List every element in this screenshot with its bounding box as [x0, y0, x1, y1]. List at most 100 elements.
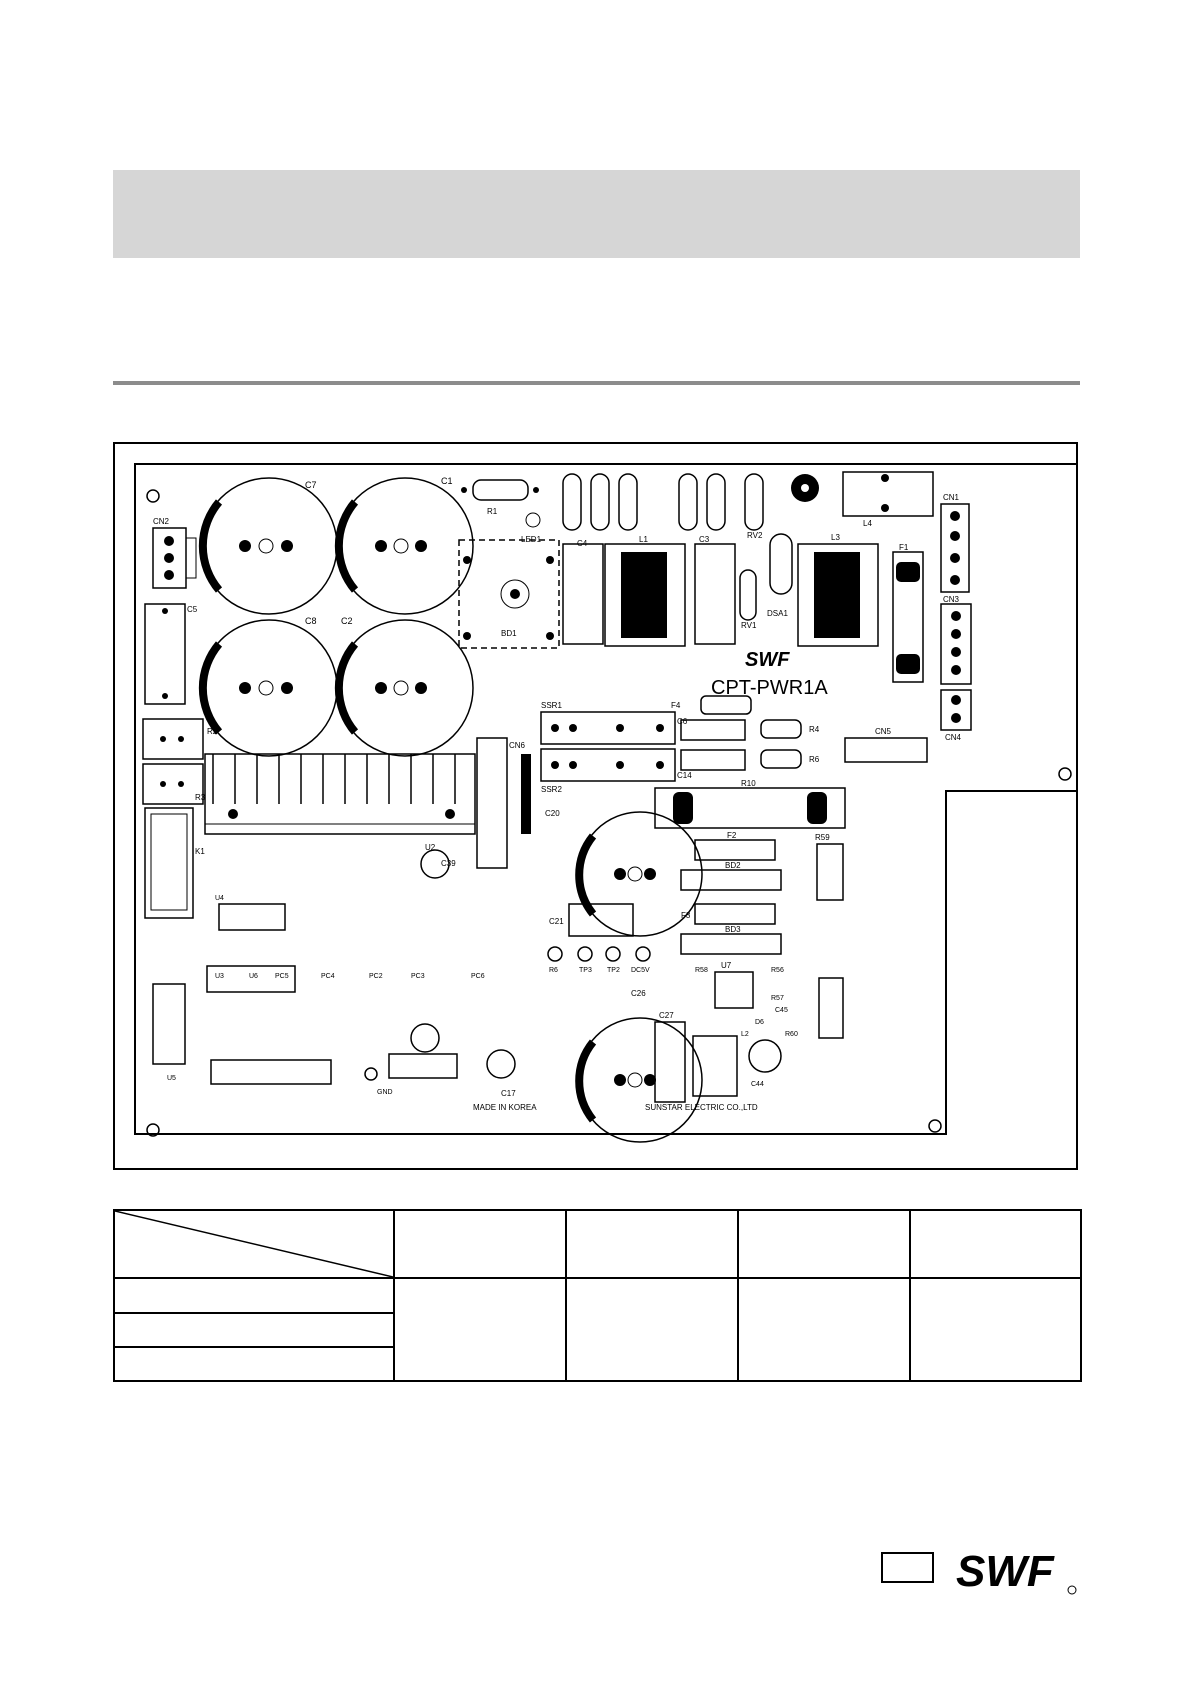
- connector-cn3: [940, 603, 972, 685]
- svg-text:U5: U5: [167, 1075, 176, 1082]
- board-outline: [134, 463, 1076, 1135]
- inductor-l1: [604, 543, 686, 647]
- table-row-header: [113, 1311, 395, 1348]
- resistor-r2: [142, 718, 204, 760]
- capacitor-c39: [420, 849, 450, 879]
- capacitor-c6: [680, 719, 746, 741]
- connector-cn7: [388, 1053, 458, 1079]
- svg-text:R57: R57: [771, 995, 784, 1002]
- fuse-f4: [700, 695, 752, 715]
- table-column-header: [565, 1208, 739, 1280]
- capacitor-c16: [410, 1023, 440, 1053]
- svg-text:PC3: PC3: [411, 973, 425, 980]
- bridge-bd2: [680, 869, 782, 891]
- svg-text:C8: C8: [305, 616, 317, 626]
- svg-text:L3: L3: [831, 533, 840, 542]
- ic-u5: [152, 983, 186, 1065]
- bridge-bd3: [680, 933, 782, 955]
- capacitor-c1: [334, 477, 474, 615]
- svg-text:D6: D6: [755, 1019, 764, 1026]
- section-divider: [113, 381, 1080, 385]
- board-brand: SWF: [745, 649, 790, 671]
- svg-text:R1: R1: [487, 507, 498, 516]
- svg-text:C3: C3: [699, 535, 710, 544]
- svg-text:BD1: BD1: [501, 629, 517, 638]
- diagonal-divider: [115, 1211, 393, 1277]
- capacitor-c3: [694, 543, 736, 645]
- svg-text:SSR1: SSR1: [541, 701, 562, 710]
- resistor-r4: [760, 719, 802, 739]
- mount-hole: [1058, 767, 1072, 781]
- svg-text:R6: R6: [549, 967, 558, 974]
- capacitor-c2: [334, 619, 474, 757]
- svg-text:U6: U6: [249, 973, 258, 980]
- capacitor-c44: [748, 1039, 782, 1073]
- bridge-bd1: [458, 539, 560, 649]
- table-cell: [565, 1277, 739, 1382]
- table-corner-header: [113, 1208, 395, 1280]
- ic-u7: [714, 971, 754, 1009]
- svg-text:PC2: PC2: [369, 973, 383, 980]
- svg-text:C20: C20: [545, 809, 560, 818]
- svg-text:C39: C39: [441, 859, 456, 868]
- svg-text:C1: C1: [441, 476, 453, 486]
- table-column-header: [737, 1208, 911, 1280]
- svg-text:PC4: PC4: [321, 973, 335, 980]
- svg-text:BD3: BD3: [725, 925, 741, 934]
- ic-u4: [218, 903, 286, 931]
- svg-text:C14: C14: [677, 771, 692, 780]
- capacitor-c17: [486, 1049, 516, 1079]
- svg-text:C26: C26: [631, 989, 646, 998]
- fuse-f3: [694, 903, 776, 925]
- mount-hole: [146, 489, 160, 503]
- capacitor-c27: [654, 1021, 686, 1103]
- svg-text:C2: C2: [341, 616, 353, 626]
- svg-text:GND: GND: [377, 1089, 393, 1096]
- connector-cn1: [940, 503, 970, 593]
- svg-text:R4: R4: [809, 725, 820, 734]
- table-column-header: [393, 1208, 567, 1280]
- logo-text: SWF: [956, 1547, 1055, 1596]
- capacitor-c20: [575, 811, 703, 937]
- capacitor-row: [562, 473, 764, 531]
- svg-text:DSA1: DSA1: [767, 609, 788, 618]
- svg-text:F1: F1: [899, 543, 909, 552]
- resistor-r10: [654, 787, 846, 829]
- svg-text:C4: C4: [577, 539, 588, 548]
- resistor-r60: [818, 977, 844, 1039]
- capacitor-c7: [198, 477, 338, 615]
- svg-text:DC5V: DC5V: [631, 967, 650, 974]
- svg-text:RV1: RV1: [741, 621, 757, 630]
- maker-label: SUNSTAR ELECTRIC CO.,LTD: [645, 1103, 758, 1112]
- svg-text:SSR2: SSR2: [541, 785, 562, 794]
- svg-text:U3: U3: [215, 973, 224, 980]
- capacitor-c26: [575, 1017, 703, 1143]
- svg-text:C44: C44: [751, 1081, 764, 1088]
- connector-cn6: [476, 737, 508, 869]
- svg-text:R60: R60: [785, 1031, 798, 1038]
- resistor-r6: [760, 749, 802, 769]
- swf-logo: SWF: [956, 1547, 1077, 1596]
- mount-hole: [928, 1119, 942, 1133]
- connector-cn8: [210, 1059, 332, 1085]
- table-row-header: [113, 1277, 395, 1314]
- resistor-r3: [142, 763, 204, 805]
- svg-text:R6: R6: [809, 755, 820, 764]
- svg-text:L4: L4: [863, 519, 872, 528]
- mount-hole: [146, 1123, 160, 1137]
- varistor-rv1: [739, 569, 757, 621]
- title-band: [113, 170, 1080, 258]
- svg-text:CN3: CN3: [943, 595, 960, 604]
- relay-ssr1: [540, 711, 676, 745]
- svg-text:C21: C21: [549, 917, 564, 926]
- svg-text:R3: R3: [195, 793, 206, 802]
- capacitor-c5: [144, 603, 186, 705]
- connector-cn5: [844, 737, 928, 763]
- spec-table: [113, 1208, 1082, 1383]
- svg-text:F4: F4: [671, 701, 681, 710]
- svg-text:CN1: CN1: [943, 493, 960, 502]
- svg-text:CN2: CN2: [153, 517, 170, 526]
- svg-text:F3: F3: [681, 911, 691, 920]
- table-column-header: [909, 1208, 1082, 1280]
- made-in-label: MADE IN KOREA: [473, 1103, 537, 1112]
